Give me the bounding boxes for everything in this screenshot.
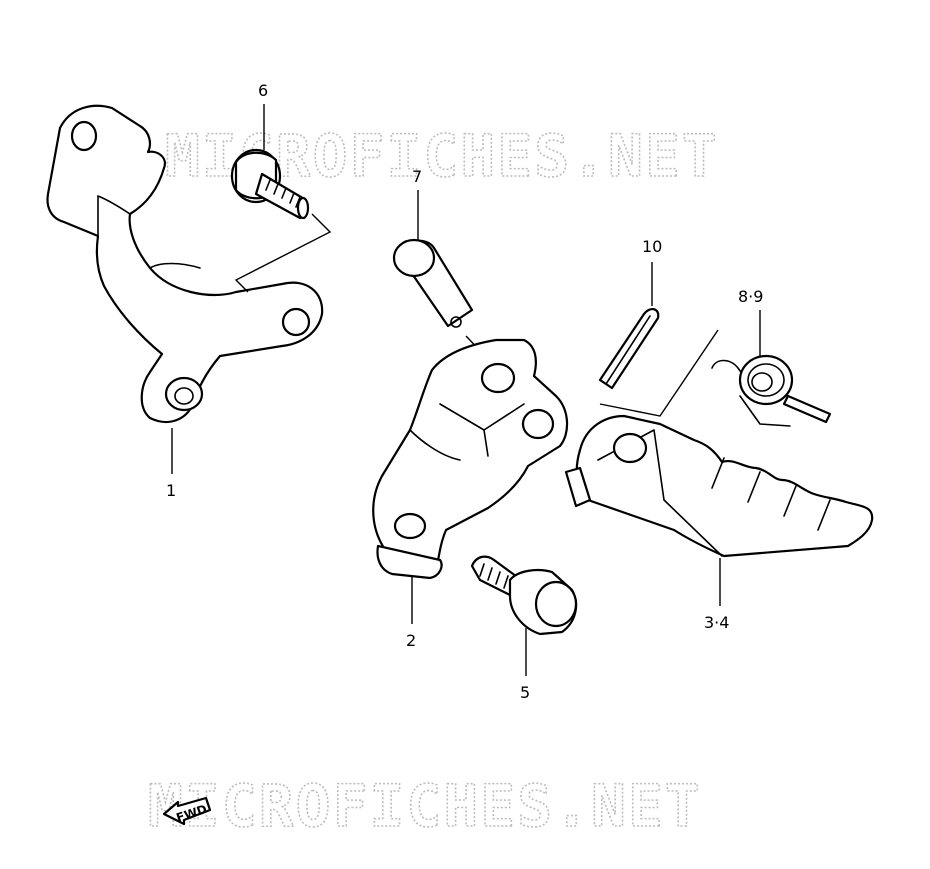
callout-8-9: 8·9 <box>738 287 763 306</box>
leader-spring-assembly <box>599 329 719 417</box>
part-3-4-footpeg <box>564 414 874 558</box>
callout-3-4: 3·4 <box>704 613 729 632</box>
part-10-cotter-pin <box>598 308 660 390</box>
callout-10: 10 <box>642 237 662 256</box>
part-1-bracket <box>46 104 324 424</box>
part-7-pin <box>392 238 474 328</box>
callout-2: 2 <box>406 631 416 650</box>
part-8-9-spring <box>711 354 832 427</box>
callout-6: 6 <box>258 81 268 100</box>
callout-1: 1 <box>166 481 176 500</box>
leader-6-connector <box>234 213 332 293</box>
part-6-bolt <box>230 148 310 220</box>
callout-7: 7 <box>412 167 422 186</box>
part-5-bolt <box>470 555 578 636</box>
part-2-footrest-bracket <box>372 338 569 580</box>
callout-5: 5 <box>520 683 530 702</box>
watermark-bottom: MICROFICHES.NET <box>148 772 702 840</box>
